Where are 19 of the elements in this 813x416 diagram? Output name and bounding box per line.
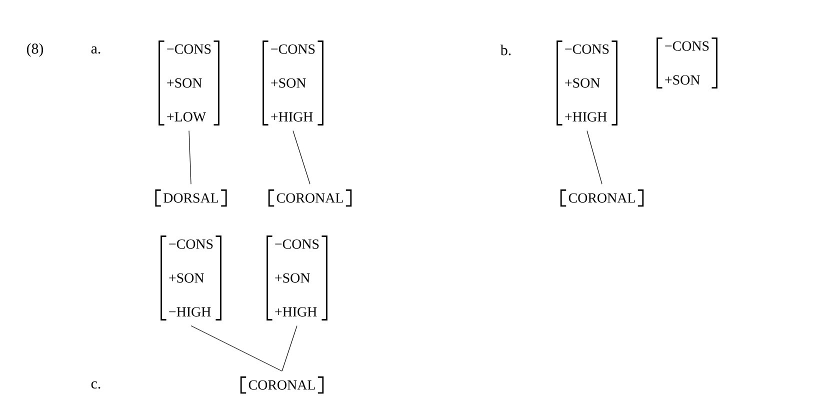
branch-line bbox=[292, 130, 310, 184]
branch-line bbox=[188, 130, 192, 184]
branch-line bbox=[190, 325, 282, 372]
example-label: b. bbox=[500, 44, 511, 56]
feature-matrix: −CONS +SON bbox=[656, 37, 718, 89]
feature-bracket: CORONAL bbox=[240, 376, 324, 394]
feature-bracket: CORONAL bbox=[268, 189, 352, 207]
example-label: (8) bbox=[26, 43, 44, 57]
example-label: a. bbox=[91, 46, 100, 54]
feature-bracket: CORONAL bbox=[560, 189, 644, 207]
branch-line bbox=[282, 325, 298, 372]
feature-bracket: DORSAL bbox=[155, 189, 227, 207]
feature-matrix: −CONS +SON +HIGH bbox=[266, 236, 328, 320]
feature-matrix: −CONS +SON +HIGH bbox=[262, 40, 324, 126]
feature-matrix: −CONS +SON −HIGH bbox=[160, 236, 222, 320]
example-label: c. bbox=[91, 381, 100, 389]
feature-matrix: −CONS +SON +LOW bbox=[158, 40, 220, 126]
branch-line bbox=[586, 130, 602, 184]
feature-matrix: −CONS +SON +HIGH bbox=[556, 40, 618, 126]
